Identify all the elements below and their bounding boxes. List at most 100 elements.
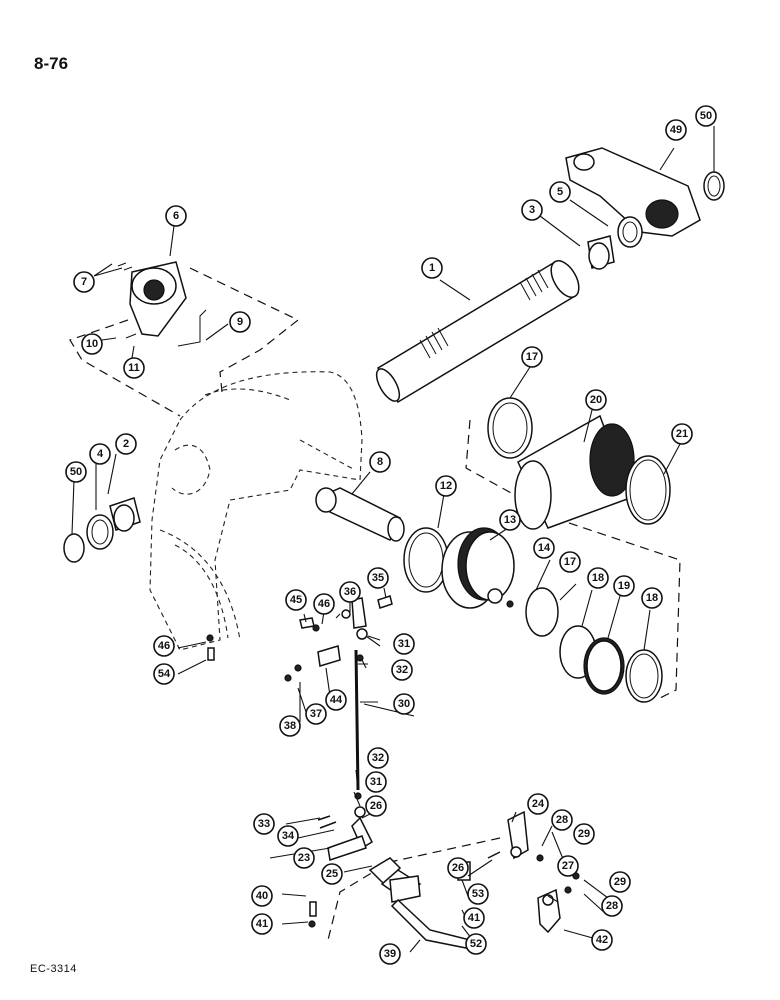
svg-text:45: 45 bbox=[290, 594, 302, 606]
svg-text:20: 20 bbox=[590, 394, 602, 406]
callout-17-upper: 17 bbox=[521, 346, 543, 368]
main-shaft bbox=[375, 260, 580, 404]
svg-text:11: 11 bbox=[128, 362, 140, 374]
svg-text:49: 49 bbox=[670, 124, 682, 136]
callout-40: 40 bbox=[251, 885, 273, 907]
pivot-pin bbox=[315, 487, 405, 542]
callout-12: 12 bbox=[435, 475, 457, 497]
svg-text:40: 40 bbox=[256, 890, 268, 902]
callout-19: 19 bbox=[613, 575, 635, 597]
housing-outline bbox=[149, 371, 363, 651]
svg-text:7: 7 bbox=[81, 276, 87, 288]
callout-42: 42 bbox=[591, 929, 613, 951]
callout-18-left: 18 bbox=[587, 567, 609, 589]
callout-29-upper: 29 bbox=[573, 823, 595, 845]
svg-text:46: 46 bbox=[318, 598, 330, 610]
callout-37: 37 bbox=[305, 703, 327, 725]
svg-text:24: 24 bbox=[532, 798, 545, 810]
svg-text:33: 33 bbox=[258, 818, 270, 830]
svg-text:41: 41 bbox=[256, 918, 268, 930]
callout-6: 6 bbox=[165, 205, 187, 227]
svg-text:28: 28 bbox=[556, 814, 568, 826]
svg-text:26: 26 bbox=[452, 862, 464, 874]
callout-53: 53 bbox=[467, 883, 489, 905]
callout-11: 11 bbox=[123, 357, 145, 379]
svg-text:44: 44 bbox=[330, 694, 343, 706]
svg-text:5: 5 bbox=[557, 186, 563, 198]
callout-35: 35 bbox=[367, 567, 389, 589]
callout-41-left: 41 bbox=[251, 913, 273, 935]
callout-1: 1 bbox=[421, 257, 443, 279]
callout-41-right: 41 bbox=[463, 907, 485, 929]
callout-46-right: 46 bbox=[313, 593, 335, 615]
callout-2: 2 bbox=[115, 433, 137, 455]
callout-18-right: 18 bbox=[641, 587, 663, 609]
callout-32-upper: 32 bbox=[391, 659, 413, 681]
svg-text:23: 23 bbox=[298, 852, 310, 864]
svg-text:25: 25 bbox=[326, 868, 338, 880]
callout-28-upper: 28 bbox=[551, 809, 573, 831]
callout-5: 5 bbox=[549, 181, 571, 203]
callout-49: 49 bbox=[665, 119, 687, 141]
svg-text:17: 17 bbox=[564, 556, 576, 568]
callout-39: 39 bbox=[379, 943, 401, 965]
callout-14: 14 bbox=[533, 537, 555, 559]
svg-text:32: 32 bbox=[396, 664, 408, 676]
control-rod-linkage bbox=[317, 597, 373, 861]
callout-50-right: 50 bbox=[695, 105, 717, 127]
svg-text:35: 35 bbox=[372, 572, 384, 584]
svg-text:21: 21 bbox=[676, 428, 688, 440]
callout-21: 21 bbox=[671, 423, 693, 445]
callout-7: 7 bbox=[73, 271, 95, 293]
callout-8: 8 bbox=[369, 451, 391, 473]
svg-text:8: 8 bbox=[377, 456, 383, 468]
svg-text:34: 34 bbox=[282, 830, 295, 842]
svg-text:12: 12 bbox=[440, 480, 452, 492]
callout-26-lower: 26 bbox=[447, 857, 469, 879]
svg-text:17: 17 bbox=[526, 351, 538, 363]
svg-text:10: 10 bbox=[86, 338, 98, 350]
callout-34: 34 bbox=[277, 825, 299, 847]
svg-text:13: 13 bbox=[504, 514, 516, 526]
svg-text:2: 2 bbox=[123, 438, 129, 450]
svg-text:18: 18 bbox=[592, 572, 604, 584]
callout-23: 23 bbox=[293, 847, 315, 869]
svg-text:14: 14 bbox=[538, 542, 551, 554]
callout-4: 4 bbox=[89, 443, 111, 465]
left-rings bbox=[63, 497, 141, 563]
callout-24: 24 bbox=[527, 793, 549, 815]
svg-text:31: 31 bbox=[398, 638, 410, 650]
svg-text:26: 26 bbox=[370, 800, 382, 812]
svg-text:46: 46 bbox=[158, 640, 170, 652]
lift-arm bbox=[565, 147, 701, 237]
svg-text:50: 50 bbox=[70, 466, 82, 478]
svg-text:54: 54 bbox=[158, 668, 171, 680]
svg-text:53: 53 bbox=[472, 888, 484, 900]
svg-text:3: 3 bbox=[529, 204, 535, 216]
callout-29-lower: 29 bbox=[609, 871, 631, 893]
seal-rings bbox=[525, 587, 663, 703]
callout-10: 10 bbox=[81, 333, 103, 355]
callout-52: 52 bbox=[465, 933, 487, 955]
callout-30: 30 bbox=[393, 693, 415, 715]
svg-text:41: 41 bbox=[468, 912, 480, 924]
shift-hub-assembly bbox=[117, 261, 207, 347]
svg-text:52: 52 bbox=[470, 938, 482, 950]
lower-levers bbox=[308, 810, 580, 949]
svg-text:39: 39 bbox=[384, 948, 396, 960]
callout-45: 45 bbox=[285, 589, 307, 611]
group-brackets bbox=[69, 267, 681, 941]
svg-text:19: 19 bbox=[618, 580, 630, 592]
svg-text:28: 28 bbox=[606, 900, 618, 912]
callout-50-left: 50 bbox=[65, 461, 87, 483]
svg-text:4: 4 bbox=[97, 448, 104, 460]
svg-text:9: 9 bbox=[237, 316, 243, 328]
callout-32-lower: 32 bbox=[367, 747, 389, 769]
small-hardware-left bbox=[206, 595, 393, 682]
callout-36: 36 bbox=[339, 581, 361, 603]
svg-text:29: 29 bbox=[578, 828, 590, 840]
leader-lines bbox=[71, 126, 715, 953]
svg-text:29: 29 bbox=[614, 876, 626, 888]
svg-text:50: 50 bbox=[700, 110, 712, 122]
